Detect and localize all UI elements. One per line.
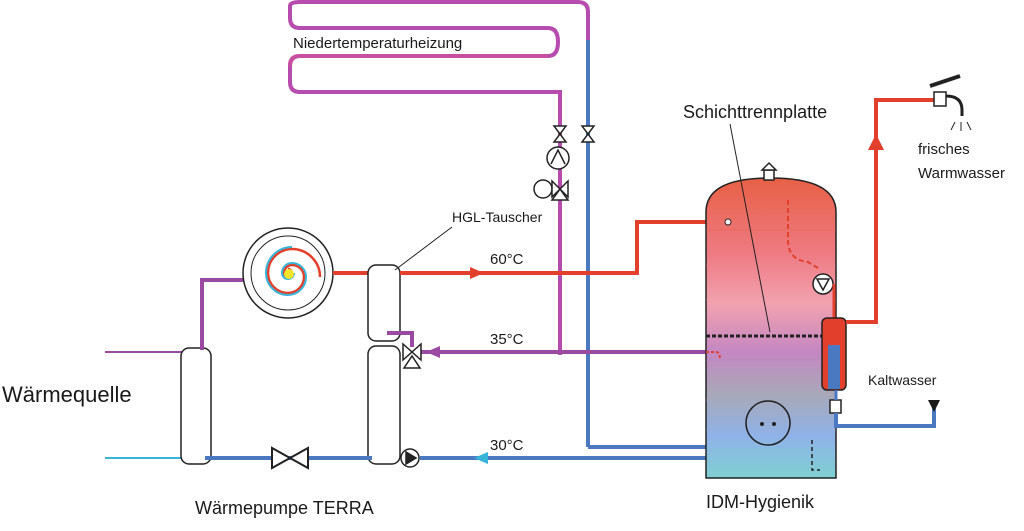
hot-water-outlet-pipe — [846, 98, 934, 324]
three-way-valve-icon[interactable] — [402, 342, 422, 369]
fresh-hot-water-label-1: frisches — [918, 141, 970, 158]
flow-arrow-60 — [470, 267, 484, 279]
circulation-pump-icon[interactable] — [400, 448, 420, 468]
expansion-valve-icon[interactable] — [271, 446, 309, 470]
temp-30-label: 30°C — [490, 437, 524, 454]
hgl-exchanger — [367, 264, 401, 342]
hgl-exchanger-label: HGL-Tauscher — [452, 209, 543, 225]
stratification-plate-label: Schichttrennplatte — [683, 102, 827, 122]
mixing-valve-icon[interactable] — [533, 179, 570, 201]
internal-hot-pipe — [787, 200, 819, 269]
condenser — [367, 345, 401, 465]
fresh-hot-water-label-2: Warmwasser — [918, 165, 1005, 182]
refrigerant-suction-line — [200, 278, 244, 350]
water-tap-icon — [929, 74, 972, 131]
heating-pump-icon[interactable] — [546, 146, 570, 170]
internal-cold-pipe — [811, 440, 820, 471]
stratification-leader — [729, 123, 771, 333]
air-vent-icon — [760, 161, 778, 181]
hgl-label-leader — [394, 226, 453, 271]
evaporator — [180, 347, 212, 465]
low-temp-heating-label: Niedertemperaturheizung — [293, 35, 462, 52]
tank-label: IDM-Hygienik — [706, 492, 815, 512]
heat-source-label: Wärmequelle — [2, 382, 132, 407]
cold-water-inlet-pipe — [834, 400, 936, 428]
hgl-internal-connector — [387, 331, 414, 347]
heat-exchanger-coil — [745, 400, 791, 446]
temp-60-label: 60°C — [490, 251, 524, 268]
storage-tank — [705, 177, 837, 479]
temp-35-label: 35°C — [490, 331, 524, 348]
flow-arrow-30 — [474, 452, 488, 464]
valve-icon[interactable] — [580, 125, 596, 143]
pipe-60c — [400, 220, 728, 275]
compressor-icon — [242, 227, 334, 319]
flow-arrow-35 — [426, 346, 440, 358]
tank-inlet-dot — [724, 218, 732, 226]
heat-pump-label: Wärmepumpe TERRA — [195, 498, 374, 518]
tank-35-inlet — [706, 351, 721, 361]
flow-sensor-icon — [829, 399, 842, 414]
floor-heating-loop — [288, 0, 590, 118]
fresh-water-pump-icon[interactable] — [812, 273, 834, 295]
cold-water-arrow — [928, 400, 940, 412]
cold-water-label: Kaltwasser — [868, 372, 937, 388]
flow-arrow-hot-water — [868, 134, 884, 150]
valve-icon[interactable] — [552, 125, 568, 143]
